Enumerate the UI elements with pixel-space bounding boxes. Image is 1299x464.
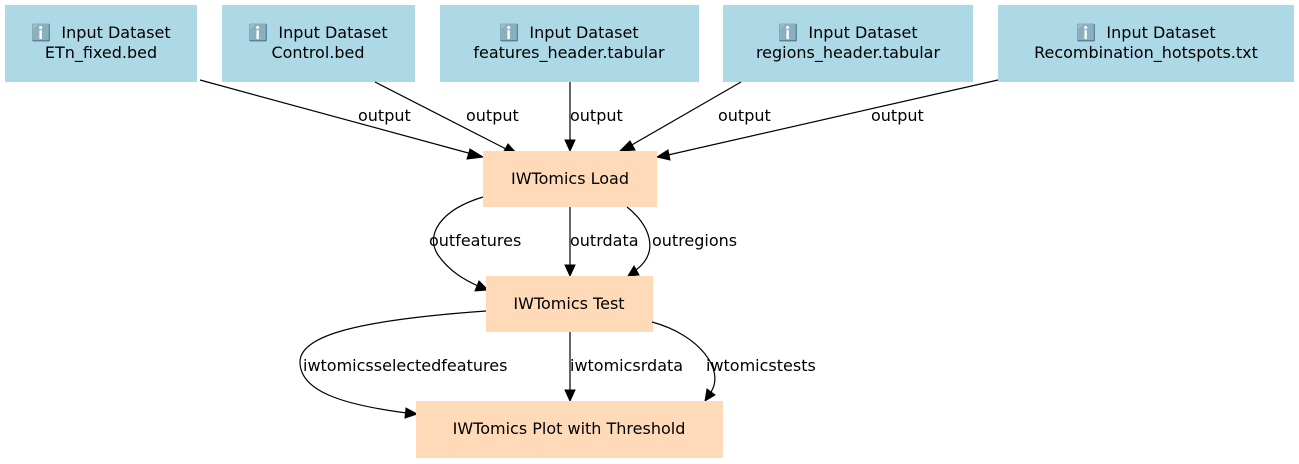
info-icon: ℹ️ — [1076, 23, 1096, 42]
input-type-label: Input Dataset — [1106, 23, 1215, 42]
input-name-label: Control.bed — [271, 43, 364, 62]
edge-label-iwtomicstests: iwtomicstests — [706, 356, 816, 375]
edge-label-outfeatures: outfeatures — [429, 231, 521, 250]
edge-label-iwtomicsrdata: iwtomicsrdata — [570, 356, 683, 375]
input-name-label: Recombination_hotspots.txt — [1034, 43, 1258, 63]
edge-label-output: output — [718, 106, 771, 125]
input-dataset-features-header[interactable]: ℹ️ Input Dataset features_header.tabular — [440, 5, 699, 82]
input-dataset-regions-header[interactable]: ℹ️ Input Dataset regions_header.tabular — [723, 5, 973, 82]
edge-features-header-to-load: output — [564, 82, 623, 153]
info-icon: ℹ️ — [248, 23, 268, 42]
edge-label-output: output — [358, 106, 411, 125]
svg-text:ℹ️ Input Dataset: ℹ️ Input Dataset — [499, 23, 638, 42]
edge-label-iwtomicsselectedfeatures: iwtomicsselectedfeatures — [303, 356, 507, 375]
svg-text:ℹ️ Input Dataset: ℹ️ Input Dataset — [1076, 23, 1215, 42]
input-type-label: Input Dataset — [529, 23, 638, 42]
edge-regions-header-to-load: output — [618, 81, 771, 152]
input-dataset-control[interactable]: ℹ️ Input Dataset Control.bed — [222, 5, 415, 82]
edge-load-to-test-outrdata: outrdata — [564, 207, 639, 278]
input-type-label: Input Dataset — [808, 23, 917, 42]
edge-label-outregions: outregions — [652, 231, 737, 250]
tool-label: IWTomics Test — [513, 294, 624, 313]
svg-text:ℹ️ Input Dataset: ℹ️ Input Dataset — [31, 23, 170, 42]
tool-iwtomics-plot-with-threshold[interactable]: IWTomics Plot with Threshold — [416, 401, 723, 458]
edge-recombination-to-load: output — [655, 79, 999, 161]
edge-test-to-plot-tests: iwtomicstests — [651, 321, 816, 402]
edge-load-to-test-outfeatures: outfeatures — [429, 196, 521, 292]
input-name-label: ETn_fixed.bed — [45, 43, 157, 63]
input-type-label: Input Dataset — [278, 23, 387, 42]
edge-label-outrdata: outrdata — [570, 231, 639, 250]
edge-test-to-plot-selectedfeatures: iwtomicsselectedfeatures — [299, 310, 507, 419]
edge-load-to-test-outregions: outregions — [626, 206, 737, 277]
edge-label-output: output — [871, 106, 924, 125]
tool-label: IWTomics Plot with Threshold — [453, 419, 686, 438]
edge-control-to-load: output — [374, 81, 520, 156]
info-icon: ℹ️ — [778, 23, 798, 42]
input-dataset-etn-fixed[interactable]: ℹ️ Input Dataset ETn_fixed.bed — [5, 5, 197, 82]
edge-test-to-plot-rdata: iwtomicsrdata — [564, 332, 683, 403]
edge-label-output: output — [466, 106, 519, 125]
svg-text:ℹ️ Input Dataset: ℹ️ Input Dataset — [778, 23, 917, 42]
edge-etn-to-load: output — [199, 79, 485, 160]
edge-label-output: output — [570, 106, 623, 125]
info-icon: ℹ️ — [31, 23, 51, 42]
input-type-label: Input Dataset — [61, 23, 170, 42]
tool-iwtomics-load[interactable]: IWTomics Load — [483, 151, 657, 207]
input-dataset-recombination-hotspots[interactable]: ℹ️ Input Dataset Recombination_hotspots.… — [998, 5, 1294, 82]
tool-iwtomics-test[interactable]: IWTomics Test — [486, 276, 653, 332]
input-name-label: features_header.tabular — [473, 43, 665, 63]
tool-label: IWTomics Load — [511, 169, 629, 188]
svg-text:ℹ️ Input Dataset: ℹ️ Input Dataset — [248, 23, 387, 42]
info-icon: ℹ️ — [499, 23, 519, 42]
input-name-label: regions_header.tabular — [756, 43, 941, 63]
